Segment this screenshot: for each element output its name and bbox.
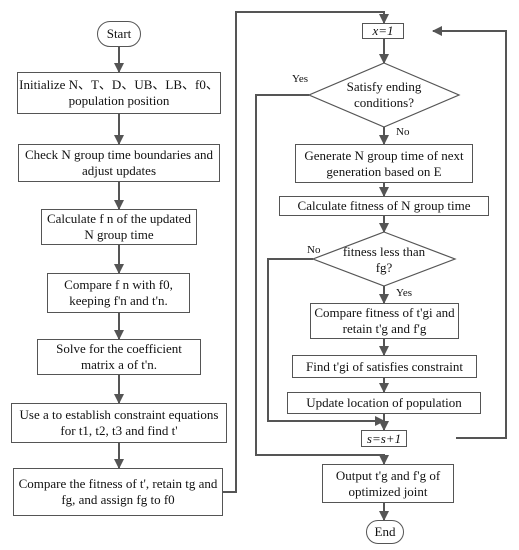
edge-satisfy-yes — [255, 94, 389, 465]
compare-fn-step: Compare f n with f0, keeping f'n and t'n… — [47, 273, 190, 313]
satisfy-yes-label: Yes — [292, 73, 309, 85]
calculate-fn-step: Calculate f n of the updated N group tim… — [41, 209, 197, 245]
generate-step: Generate N group time of next generation… — [295, 144, 473, 183]
update-population-step: Update location of population — [287, 392, 481, 414]
end-terminal: End — [366, 520, 404, 544]
x-init-step: x=1 — [362, 23, 404, 39]
calculate-fitness-step: Calculate fitness of N group time — [279, 196, 489, 216]
compare-gi-step: Compare fitness of t'gi and retain t'g a… — [310, 303, 459, 339]
start-terminal: Start — [97, 21, 141, 47]
compare-fitness-step: Compare the fitness of t', retain tg and… — [13, 468, 223, 516]
fitness-yes-label: Yes — [396, 287, 413, 299]
satisfy-diamond — [307, 62, 461, 128]
solve-matrix-step: Solve for the coefficient matrix a of t'… — [37, 339, 201, 375]
edge-s-loop-back — [432, 26, 507, 439]
edge-compare2-x1 — [223, 11, 389, 493]
constraint-equations-step: Use a to establish constraint equations … — [11, 403, 227, 443]
satisfy-no-label: No — [396, 126, 410, 138]
fitness-no-label: No — [307, 244, 321, 256]
check-boundaries-step: Check N group time boundaries and adjust… — [18, 144, 220, 182]
find-constraint-step: Find t'gi of satisfies constraint — [292, 355, 477, 378]
edge-fitness-no-loop — [267, 258, 385, 426]
fitness-diamond — [311, 231, 457, 287]
s-increment-step: s=s+1 — [361, 430, 407, 447]
output-step: Output t'g and f'g of optimized joint — [322, 464, 454, 503]
initialize-step: Initialize N、T、D、UB、LB、f0、population pos… — [17, 72, 221, 114]
fitness-decision: fitness less than fg? — [342, 244, 426, 275]
satisfy-decision: Satisfy ending conditions? — [346, 79, 422, 110]
